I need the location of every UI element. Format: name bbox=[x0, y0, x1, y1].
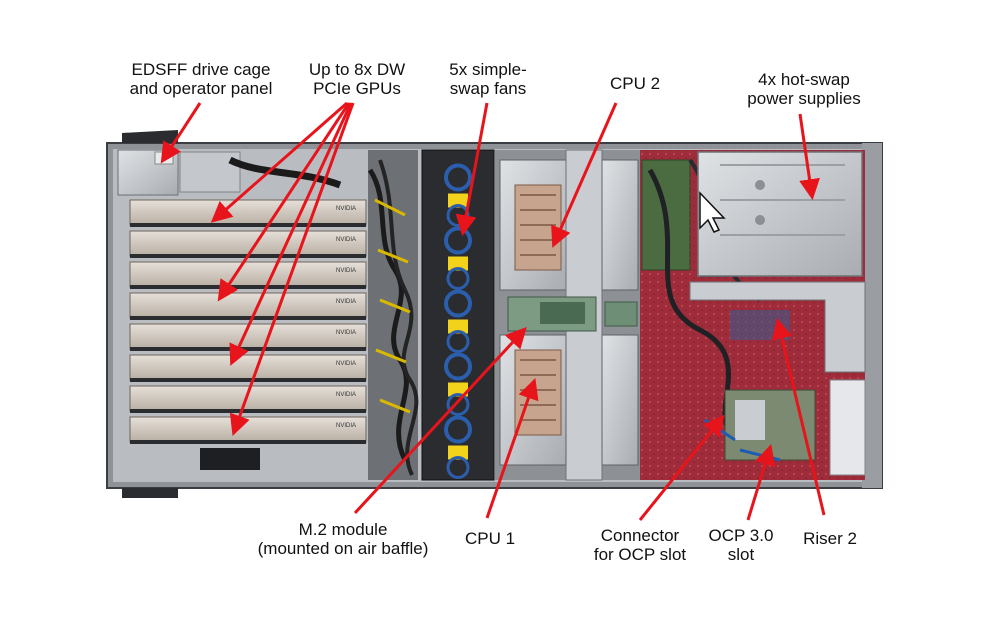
arrow-psu bbox=[798, 113, 820, 201]
gpu-card: NVIDIA bbox=[129, 261, 367, 289]
gpu-bay: NVIDIA NVIDIA NVIDIA NVIDIA NVIDIA NVIDIA NVID… bbox=[129, 199, 367, 470]
arrow-edsff bbox=[160, 102, 202, 164]
label-gpus: Up to 8x DW PCIe GPUs bbox=[292, 60, 422, 98]
label-fans-line1: 5x simple- bbox=[449, 60, 527, 79]
arrow-gpu-4 bbox=[229, 102, 355, 436]
gpu-brand-text: NVIDIA bbox=[336, 361, 356, 367]
gpu-power-cables bbox=[228, 150, 419, 480]
label-m2-line2: (mounted on air baffle) bbox=[257, 539, 429, 558]
arrow-riser2 bbox=[771, 317, 826, 516]
arrow-gpu-2 bbox=[217, 102, 351, 302]
cpu1-heatsink bbox=[514, 349, 562, 436]
label-cpu1: CPU 1 bbox=[450, 529, 530, 548]
label-riser2-line1: Riser 2 bbox=[803, 529, 857, 548]
label-m2: M.2 module (mounted on air baffle) bbox=[238, 520, 448, 558]
label-ocp-connector-line1: Connector bbox=[600, 526, 680, 545]
gpu-brand-text: NVIDIA bbox=[336, 206, 356, 212]
arrow-cpu1 bbox=[485, 378, 539, 519]
gpu-card: NVIDIA bbox=[129, 354, 367, 382]
label-cpu2-line1: CPU 2 bbox=[609, 74, 661, 93]
arrow-fans bbox=[455, 102, 489, 237]
callout-arrows bbox=[160, 101, 826, 521]
arrow-cpu2 bbox=[551, 102, 618, 248]
fan-module bbox=[444, 352, 472, 416]
gpu-brand-text: NVIDIA bbox=[336, 299, 356, 305]
label-fans-line2: swap fans bbox=[449, 79, 527, 98]
label-psu: 4x hot-swap power supplies bbox=[724, 70, 884, 108]
arrow-ocp-slot bbox=[746, 443, 776, 521]
rack-handle-top bbox=[122, 130, 178, 143]
fan-module bbox=[444, 289, 472, 353]
label-edsff-line2: and operator panel bbox=[129, 79, 273, 98]
label-edsff: EDSFF drive cage and operator panel bbox=[116, 60, 286, 98]
arrow-gpu-1 bbox=[210, 101, 348, 223]
cpu2-heatsink bbox=[514, 184, 562, 271]
rack-handle-bottom bbox=[122, 488, 178, 498]
gpu-brand-text: NVIDIA bbox=[336, 237, 356, 243]
gpu-card: NVIDIA bbox=[129, 416, 367, 444]
gpu-card: NVIDIA bbox=[129, 292, 367, 320]
label-m2-line1: M.2 module bbox=[298, 520, 388, 539]
gpu-bracket bbox=[200, 448, 260, 470]
label-cpu1-line1: CPU 1 bbox=[464, 529, 516, 548]
label-edsff-line1: EDSFF drive cage bbox=[131, 60, 271, 79]
label-ocp-connector-line2: for OCP slot bbox=[593, 545, 687, 564]
psu-bay bbox=[697, 151, 863, 277]
label-fans: 5x simple- swap fans bbox=[430, 60, 546, 98]
cursor-icon bbox=[699, 191, 726, 233]
gpu-brand-text: NVIDIA bbox=[336, 330, 356, 336]
arrow-ocp-connector bbox=[638, 414, 725, 521]
label-riser2: Riser 2 bbox=[790, 529, 870, 548]
label-gpus-line1: Up to 8x DW bbox=[308, 60, 406, 79]
label-psu-line2: power supplies bbox=[747, 89, 861, 108]
arrow-gpu-3 bbox=[229, 102, 353, 366]
gpu-card: NVIDIA bbox=[129, 199, 367, 227]
label-ocp-slot-line2: slot bbox=[727, 545, 755, 564]
fan-wall bbox=[421, 149, 495, 481]
gpu-card: NVIDIA bbox=[129, 385, 367, 413]
label-ocp-slot: OCP 3.0 slot bbox=[700, 526, 782, 564]
gpu-brand-text: NVIDIA bbox=[336, 268, 356, 274]
label-ocp-slot-line1: OCP 3.0 bbox=[708, 526, 774, 545]
label-gpus-line2: PCIe GPUs bbox=[313, 79, 401, 98]
fan-module bbox=[444, 415, 472, 479]
edsff-drive-cage bbox=[117, 149, 241, 196]
arrow-m2 bbox=[353, 326, 527, 515]
gpu-brand-text: NVIDIA bbox=[336, 423, 356, 429]
label-cpu2: CPU 2 bbox=[590, 74, 680, 93]
gpu-brand-text: NVIDIA bbox=[336, 392, 356, 398]
label-psu-line1: 4x hot-swap bbox=[758, 70, 850, 89]
label-ocp-connector: Connector for OCP slot bbox=[584, 526, 696, 564]
